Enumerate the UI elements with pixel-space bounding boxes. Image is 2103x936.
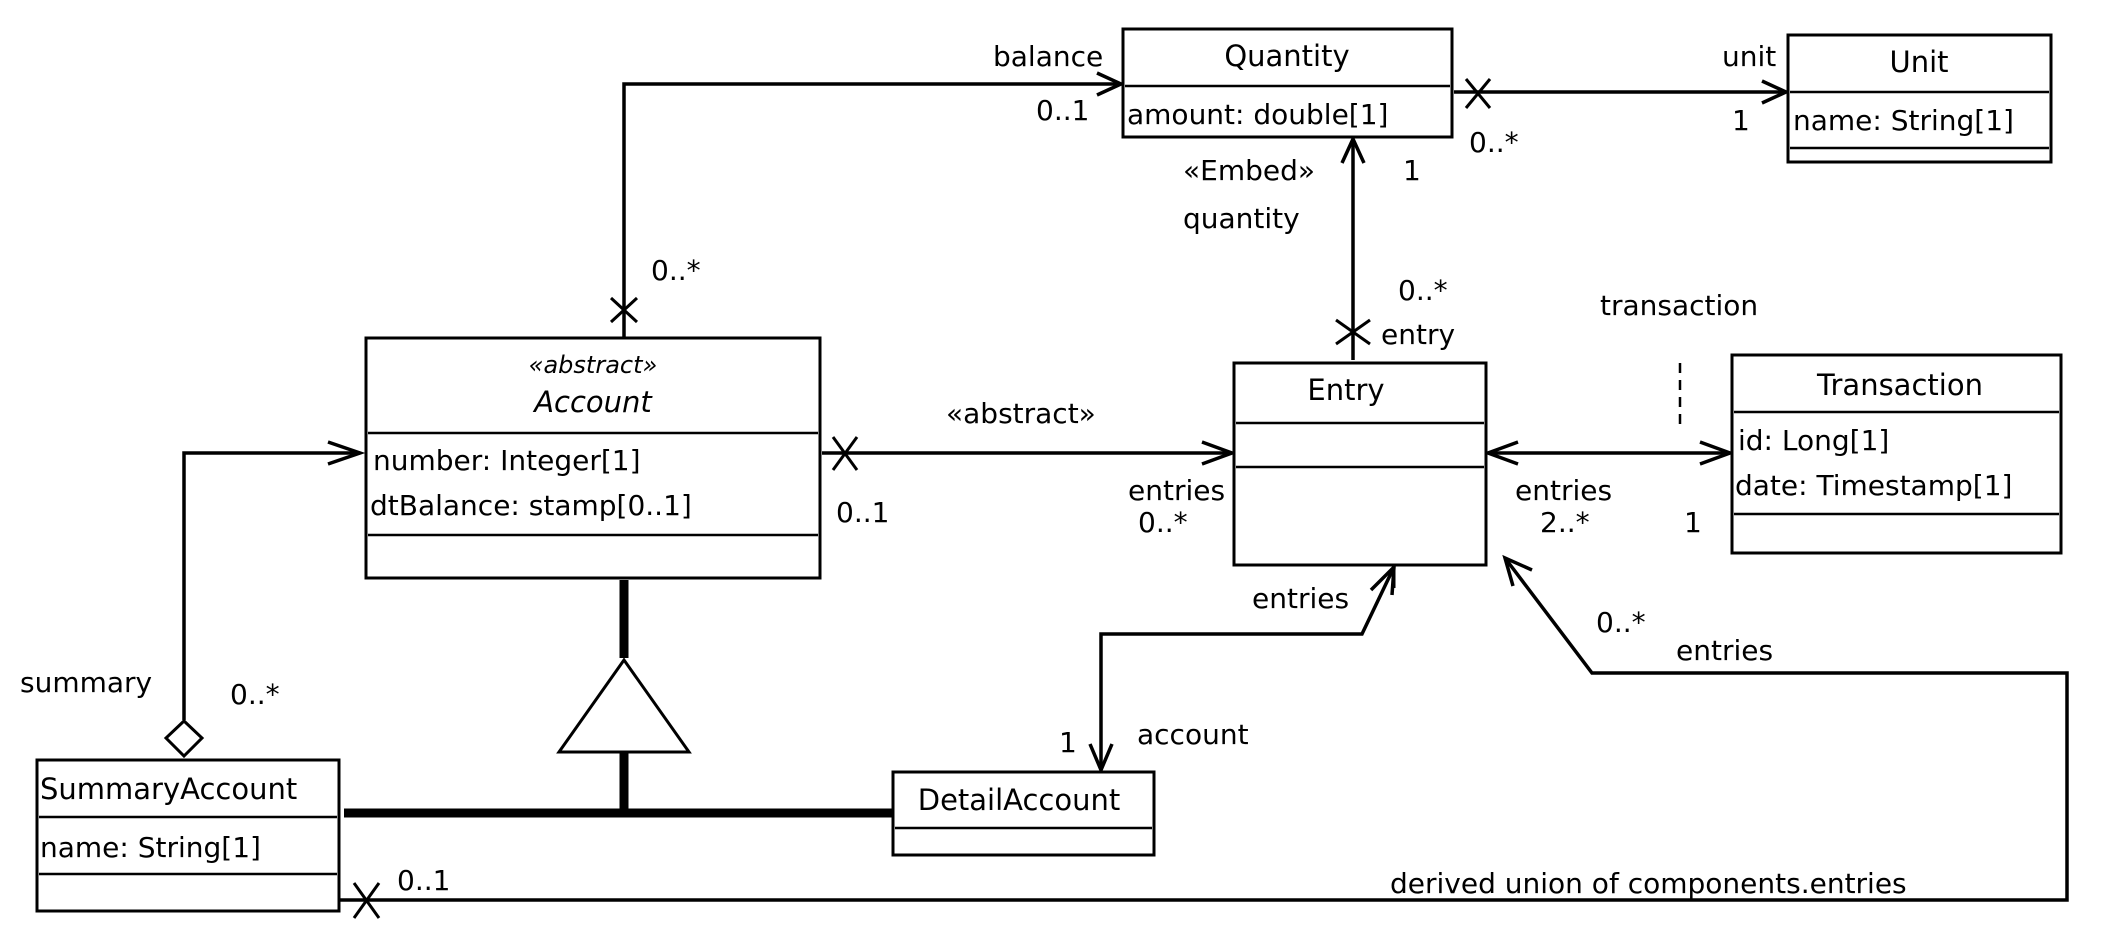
non-navigable-x-icon	[1464, 78, 1492, 109]
association-account-quantity[interactable]: balance 0..1 0..*	[609, 40, 1126, 337]
class-name: Quantity	[1224, 39, 1349, 73]
class-attribute: name: String[1]	[40, 831, 261, 864]
role-label-entry: entry	[1381, 318, 1455, 351]
class-name: DetailAccount	[918, 783, 1121, 817]
multiplicity-label: 0..*	[1398, 274, 1448, 307]
association-line[interactable]	[622, 82, 1121, 337]
non-navigable-x-icon	[609, 296, 639, 324]
generalization-triangle-icon	[556, 657, 692, 754]
role-label-quantity: quantity	[1183, 202, 1300, 235]
derived-union-note: derived union of components.entries	[1390, 867, 1907, 900]
multiplicity-label: 1	[1059, 726, 1077, 759]
aggregation-diamond-icon	[163, 718, 205, 759]
multiplicity-label: 0..*	[1596, 606, 1646, 639]
generalization-account[interactable]	[344, 580, 892, 818]
stereotype-label-embed: «Embed»	[1183, 154, 1315, 187]
class-box	[364, 336, 822, 580]
class-name: Account	[532, 385, 653, 419]
class-box	[1121, 27, 1454, 139]
navigable-arrowhead-icon	[1482, 440, 1519, 466]
navigable-arrowhead-icon	[1369, 562, 1397, 596]
role-label-balance: balance	[993, 40, 1103, 73]
navigable-arrowhead-icon	[327, 440, 366, 466]
association-entry-transaction[interactable]: transaction entries 2..* 1	[1482, 289, 1758, 539]
multiplicity-label: 0..1	[836, 496, 889, 529]
class-quantity[interactable]: Quantity amount: double[1]	[1121, 27, 1454, 139]
class-name: Entry	[1307, 373, 1384, 407]
multiplicity-label: 1	[1684, 506, 1702, 539]
multiplicity-label: 0..*	[1138, 506, 1188, 539]
multiplicity-label: 2..*	[1540, 506, 1590, 539]
role-label-entries: entries	[1515, 474, 1612, 507]
non-navigable-x-icon	[1335, 318, 1371, 346]
class-attribute: number: Integer[1]	[373, 444, 641, 477]
role-label-unit: unit	[1722, 40, 1776, 73]
association-entry-quantity[interactable]: «Embed» quantity 1 0..* entry	[1183, 134, 1455, 360]
class-attribute: date: Timestamp[1]	[1735, 469, 2012, 502]
non-navigable-x-icon	[352, 882, 381, 919]
navigable-arrowhead-icon	[1088, 743, 1114, 775]
role-label-entries: entries	[1252, 582, 1349, 615]
multiplicity-label: 0..1	[397, 864, 450, 897]
class-name: Unit	[1889, 45, 1948, 79]
class-entry[interactable]: Entry	[1232, 361, 1488, 567]
class-box	[1730, 353, 2063, 555]
class-unit[interactable]: Unit name: String[1]	[1786, 33, 2053, 164]
association-quantity-unit[interactable]: unit 1 0..*	[1454, 40, 1791, 159]
multiplicity-label: 0..1	[1036, 94, 1089, 127]
navigable-arrowhead-icon	[1502, 554, 1533, 587]
non-navigable-x-icon	[831, 436, 859, 471]
association-account-entry[interactable]: «abstract» 0..1 entries 0..*	[822, 397, 1238, 539]
stereotype-label-abstract: «abstract»	[946, 397, 1096, 430]
class-detail-account[interactable]: DetailAccount	[891, 770, 1156, 857]
association-line[interactable]	[1099, 566, 1396, 770]
multiplicity-label: 1	[1732, 104, 1750, 137]
association-line[interactable]	[340, 556, 2069, 902]
role-label-entries: entries	[1676, 634, 1773, 667]
role-label-summary: summary	[20, 666, 152, 699]
class-box	[1786, 33, 2053, 164]
class-account[interactable]: «abstract» Account number: Integer[1] dt…	[364, 336, 822, 580]
class-attribute: id: Long[1]	[1738, 424, 1889, 457]
navigable-arrowhead-icon	[1761, 79, 1791, 105]
role-label-transaction: transaction	[1600, 289, 1758, 322]
class-summary-account[interactable]: SummaryAccount name: String[1]	[35, 758, 341, 913]
class-box	[35, 758, 341, 913]
class-box	[891, 770, 1156, 857]
navigable-arrowhead-icon	[1340, 134, 1366, 164]
class-transaction[interactable]: Transaction id: Long[1] date: Timestamp[…	[1730, 353, 2063, 555]
association-detailaccount-entry[interactable]: entries account 1	[1059, 562, 1397, 775]
role-label-account: account	[1137, 718, 1249, 751]
navigable-arrowhead-icon	[1201, 440, 1238, 466]
association-summary-entries-derived[interactable]: 0..1 0..* entries derived union of compo…	[340, 554, 2069, 919]
navigable-arrowhead-icon	[1699, 440, 1736, 466]
class-name: Transaction	[1816, 368, 1983, 402]
multiplicity-label: 0..*	[230, 678, 280, 711]
class-attribute: dtBalance: stamp[0..1]	[370, 489, 692, 522]
multiplicity-label: 1	[1403, 154, 1421, 187]
role-label-entries: entries	[1128, 474, 1225, 507]
class-attribute: amount: double[1]	[1127, 98, 1388, 131]
aggregation-summary-account[interactable]: summary 0..*	[20, 440, 366, 759]
class-attribute: name: String[1]	[1793, 104, 2014, 137]
association-line[interactable]	[182, 451, 360, 720]
class-stereotype: «abstract»	[529, 351, 658, 379]
multiplicity-label: 0..*	[651, 254, 701, 287]
navigable-arrowhead-icon	[1096, 71, 1126, 97]
class-box	[1232, 361, 1488, 567]
class-name: SummaryAccount	[40, 772, 297, 806]
multiplicity-label: 0..*	[1469, 126, 1519, 159]
